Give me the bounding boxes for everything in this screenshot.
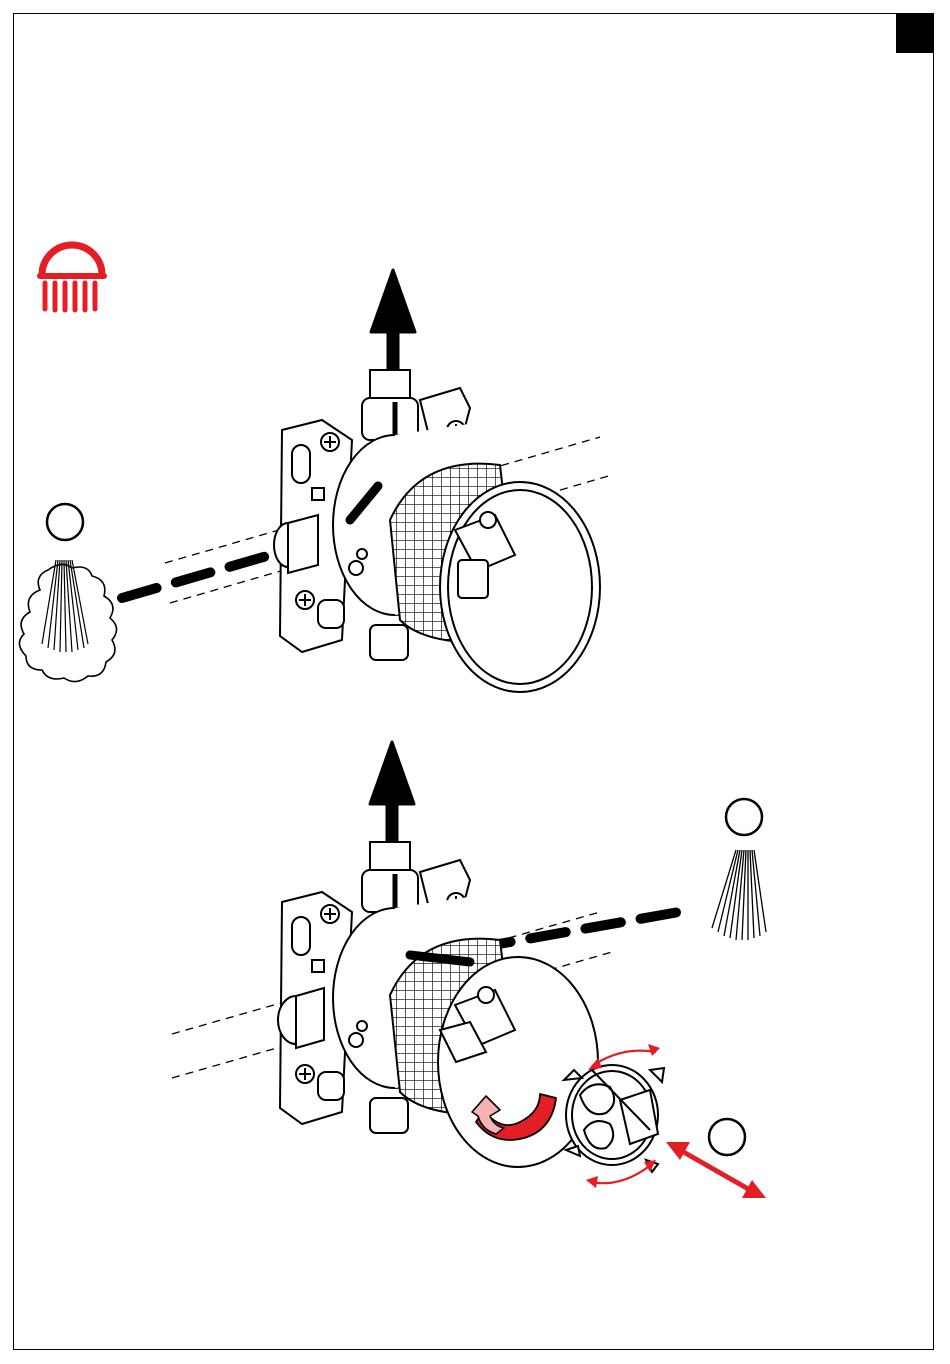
cartridge-part	[564, 1065, 664, 1172]
step-marker-lower-bottom	[709, 1119, 745, 1155]
water-jet-icon	[712, 850, 766, 940]
shower-head-icon	[40, 245, 104, 310]
lower-panel	[172, 742, 766, 1198]
up-arrow-icon	[370, 742, 414, 848]
up-arrow-icon	[371, 270, 415, 378]
step-marker-lower-top	[726, 799, 762, 835]
valve-body-upper	[274, 370, 600, 692]
steam-spray-icon	[19, 560, 116, 682]
upper-panel	[19, 270, 612, 692]
step-marker-upper	[47, 504, 83, 540]
